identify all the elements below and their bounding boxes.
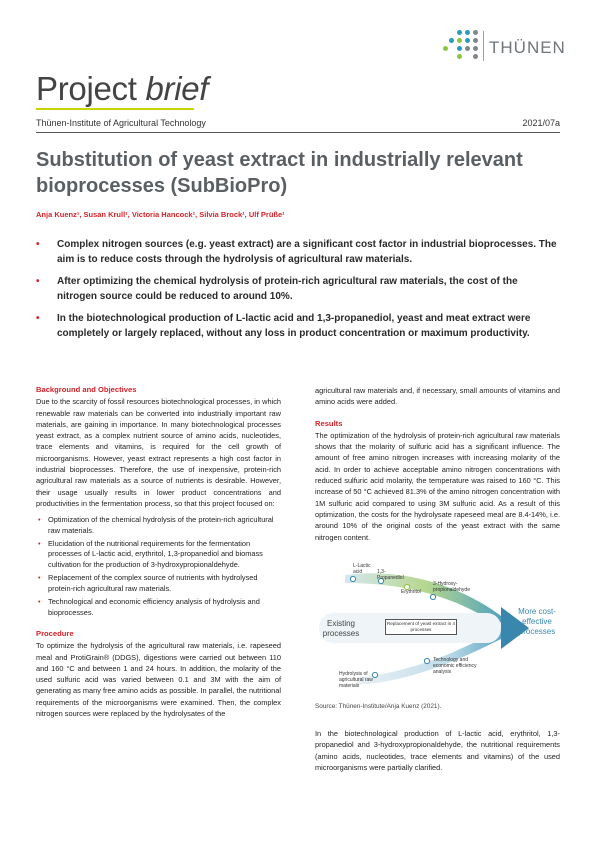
label-3-hydroxypropionaldehyde: 3-Hydroxy-propionaldehyde <box>433 580 470 593</box>
label-more-cost-effective: More cost-effective processes <box>518 606 556 636</box>
thuenen-logo: THÜNEN <box>443 28 583 68</box>
replacement-box: Replacement of yeast extract in 4 proces… <box>385 618 457 635</box>
objective-item: Technological and economic efficiency an… <box>36 597 281 618</box>
objective-item: Optimization of the chemical hydrolysis … <box>36 515 281 536</box>
figure-caption: Source: Thünen-Institute/Anja Kuenz (202… <box>315 702 442 710</box>
objective-item: Elucidation of the nutritional requireme… <box>36 539 281 570</box>
brief-accent-rule <box>36 108 194 110</box>
objective-item: Replacement of the complex source of nut… <box>36 573 281 594</box>
section-title-results: Results <box>315 418 343 428</box>
label-hydrolysis: Hydrolysis of agricultural raw materials <box>339 670 373 689</box>
brief-word-brief: brief <box>145 70 209 107</box>
section-title-procedure: Procedure <box>36 628 74 638</box>
label-existing-processes: Existing processes <box>322 618 360 638</box>
highlight-item: Complex nitrogen sources (e.g. yeast ext… <box>36 238 560 267</box>
label-lactic-acid: L-Lactic acid <box>353 562 371 575</box>
institute-name: Thünen-Institute of Agricultural Technol… <box>36 118 206 128</box>
issue-number: 2021/07a <box>522 118 560 128</box>
right-column: agricultural raw materials and, if neces… <box>315 385 560 773</box>
title-line-2: bioprocesses (SubBioPro) <box>36 175 288 197</box>
label-propanediol: 1,3-Propanediol <box>377 568 404 581</box>
conclusion-text: In the biotechnological production of L-… <box>315 729 560 773</box>
highlight-item: In the biotechnological production of L-… <box>36 312 560 341</box>
procedure-continued-text: agricultural raw materials and, if neces… <box>315 386 560 407</box>
logo-text: THÜNEN <box>489 38 566 57</box>
background-text: Due to the scarcity of fossil resources … <box>36 397 281 508</box>
key-highlights: Complex nitrogen sources (e.g. yeast ext… <box>36 238 560 349</box>
logo-separator <box>483 31 484 61</box>
label-efficiency-analysis: Technology and economic efficiency analy… <box>433 656 477 675</box>
objectives-list: Optimization of the chemical hydrolysis … <box>36 515 281 618</box>
header-divider <box>36 132 560 133</box>
process-figure: L-Lactic acid 1,3-Propanediol Erythritol… <box>315 557 560 697</box>
brief-word-project: Project <box>36 70 137 107</box>
left-column: Background and Objectives Due to the sca… <box>36 384 281 719</box>
project-brief-heading: Project brief <box>36 70 208 108</box>
title-line-1: Substitution of yeast extract in industr… <box>36 149 523 171</box>
author-list: Anja Kuenz¹, Susan Krull¹, Victoria Hanc… <box>36 210 285 219</box>
section-title-background: Background and Objectives <box>36 385 137 394</box>
results-text: The optimization of the hydrolysis of pr… <box>315 430 560 542</box>
label-erythritol: Erythritol <box>401 588 421 595</box>
document-title: Substitution of yeast extract in industr… <box>36 147 560 199</box>
procedure-text: To optimize the hydrolysis of the agricu… <box>36 641 281 718</box>
logo-dots-icon <box>443 28 479 64</box>
highlight-item: After optimizing the chemical hydrolysis… <box>36 275 560 304</box>
